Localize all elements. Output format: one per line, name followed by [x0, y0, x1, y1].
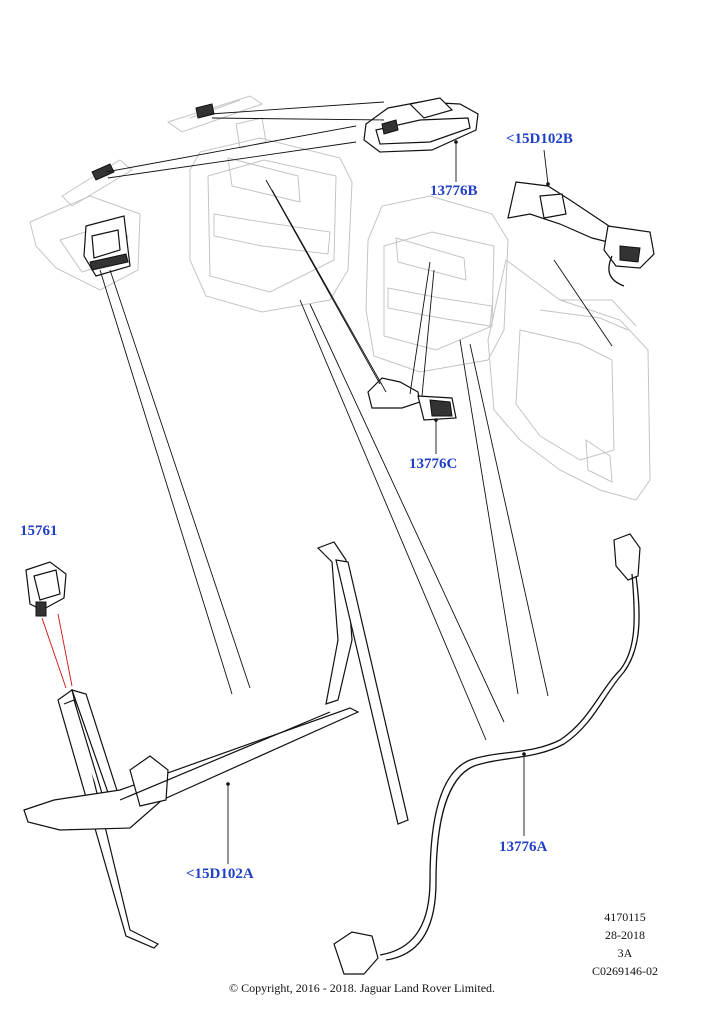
drawing-date: 28-2018	[605, 928, 645, 942]
part-15D102A	[23, 541, 409, 949]
part-15D102B	[507, 181, 655, 287]
leader-lines	[41, 101, 613, 741]
b-post-module	[83, 215, 131, 277]
callout-15D102A[interactable]: <15D102A	[186, 866, 254, 882]
callout-13776A[interactable]: 13776A	[499, 839, 548, 855]
part-13776B	[363, 97, 479, 153]
callout-13776C[interactable]: 13776C	[409, 456, 458, 472]
callout-15D102B[interactable]: <15D102B	[506, 131, 573, 147]
part-13776A	[333, 533, 641, 975]
part-13776C	[367, 377, 457, 421]
callout-13776B[interactable]: 13776B	[430, 183, 478, 199]
overhead-switch-part	[91, 103, 215, 181]
copyright-notice: © Copyright, 2016 - 2018. Jaguar Land Ro…	[228, 981, 496, 995]
vehicle-interior-ghost	[29, 95, 651, 501]
drawing-rev: 3A	[617, 946, 633, 960]
drawing-ref: 4170115	[604, 910, 646, 924]
callout-15761[interactable]: 15761	[20, 523, 58, 539]
drawing-code: C0269146-02	[592, 964, 658, 978]
callout-leaders	[226, 140, 550, 864]
part-15761	[25, 561, 67, 617]
